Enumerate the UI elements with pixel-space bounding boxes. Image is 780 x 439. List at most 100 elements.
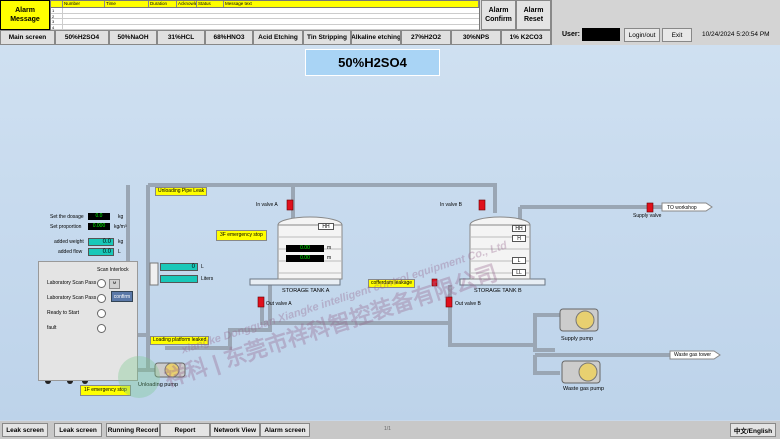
watermark-logo-icon: [118, 356, 160, 398]
nav-main-screen[interactable]: Main screen: [0, 30, 55, 45]
running-record-button[interactable]: Running Record: [106, 423, 160, 437]
out-valve-b-icon: [445, 296, 453, 308]
scan-item-4-indicator: [97, 324, 106, 333]
scan-small-button[interactable]: M: [109, 279, 120, 289]
unloading-pump-icon: [154, 362, 186, 378]
nav-nps[interactable]: 30%NPS: [451, 30, 501, 45]
login-button[interactable]: Login/out: [624, 28, 660, 42]
storage-tank-a-label: STORAGE TANK A: [282, 288, 330, 294]
nav-k2co3[interactable]: 1% K2CO3: [501, 30, 551, 45]
scan-interlock-panel: Scan Interlock Laboratory Scan Pass M La…: [38, 261, 138, 381]
storage-tank-b-label: STORAGE TANK B: [474, 288, 522, 294]
nav-tin-stripping[interactable]: Tin Stripping: [303, 30, 351, 45]
scan-item-2-indicator: [97, 294, 106, 303]
scan-interlock-title: Scan Interlock: [97, 267, 129, 273]
nav-h2o2[interactable]: 27%H2O2: [401, 30, 451, 45]
datetime-display: 10/24/2024 5:20:54 PM: [702, 31, 770, 38]
added-weight-unit: kg: [118, 239, 124, 245]
out-valve-a-label: Out valve A: [266, 301, 292, 307]
tank-b-hh-indicator: HH: [512, 225, 526, 232]
supply-valve-label: Supply valve: [633, 213, 662, 219]
added-flow-unit: L: [118, 249, 121, 255]
pipe-supply: [533, 325, 555, 352]
storage-tank-a-shape: [277, 216, 343, 280]
alarm-screen-button[interactable]: Alarm screen: [260, 423, 310, 437]
nav-hno3[interactable]: 68%HNO3: [205, 30, 253, 45]
set-proportion-label: Set proportion: [50, 224, 82, 230]
scan-item-3: Ready to Start: [47, 310, 79, 316]
to-workshop-arrow-icon: [661, 202, 713, 212]
supply-pump-label: Supply pump: [561, 336, 594, 342]
nav-acid-etching[interactable]: Acid Etching: [253, 30, 303, 45]
leak-screen-button-2[interactable]: Leak screen: [54, 423, 102, 437]
scan-item-3-indicator: [97, 309, 106, 318]
alarm-reset-button[interactable]: Alarm Reset: [516, 0, 551, 30]
added-flow-label: added flow: [58, 249, 83, 255]
set-dosage-label: Set the dosage: [50, 214, 84, 220]
set-proportion-value[interactable]: 0.000: [88, 223, 110, 230]
nav-hcl[interactable]: 31%HCL: [157, 30, 205, 45]
page-title: 50%H2SO4: [305, 49, 440, 76]
alarm-confirm-button[interactable]: Alarm Confirm: [481, 0, 516, 30]
alarm-table-header: Number Time Duration Acknowle Status Mes…: [51, 1, 479, 8]
waste-gas-arrow-icon: [669, 350, 721, 360]
user-label: User:: [562, 31, 580, 38]
waste-gas-pump-label: Waste gas pump: [563, 386, 605, 392]
scan-item-2: Laboratory Scan Pass: [47, 295, 97, 301]
liters-value: [160, 275, 198, 283]
tank-a-level1: 0.00: [286, 245, 324, 252]
pad-tank-a: [249, 278, 341, 286]
exit-button[interactable]: Exit: [662, 28, 692, 42]
level-unit: L: [201, 264, 204, 270]
added-weight-label: added weight: [54, 239, 84, 245]
alarm-message-label: Alarm Message: [0, 0, 50, 30]
tank-a-hh-indicator: HH: [318, 223, 334, 230]
level-value: 0: [160, 263, 198, 271]
emergency-stop-3f[interactable]: 3F emergency stop: [216, 230, 267, 241]
tank-a-level2-unit: m: [327, 255, 332, 261]
user-field[interactable]: [582, 28, 620, 41]
scan-confirm-button[interactable]: confirm: [111, 291, 133, 302]
supply-valve-icon: [646, 202, 654, 213]
added-weight-value: 0.0: [88, 238, 114, 246]
alarm-col-duration: Duration: [149, 1, 177, 7]
scan-item-1-indicator: [97, 279, 106, 288]
nav-alkaline-etching[interactable]: Alkaline etching: [351, 30, 401, 45]
unloading-pump-label: Unloading pump: [138, 382, 179, 388]
pipe-waste: [533, 353, 670, 375]
alarm-row[interactable]: 1: [51, 8, 479, 14]
set-dosage-value[interactable]: 0.0: [88, 213, 110, 220]
bottom-bar: Leak screen Leak screen Running Record R…: [0, 421, 780, 439]
alarm-col-time: Time: [105, 1, 149, 7]
alarm-col-index: [51, 1, 63, 7]
leak-screen-button-1[interactable]: Leak screen: [2, 423, 48, 437]
added-flow-value: 0.0: [88, 248, 114, 256]
nav-h2so4[interactable]: 50%H2SO4: [55, 30, 109, 45]
report-button[interactable]: Report: [160, 423, 210, 437]
alarm-col-number: Number: [63, 1, 105, 7]
nav-bar: Main screen 50%H2SO4 50%NaOH 31%HCL 68%H…: [0, 30, 551, 45]
alarm-table[interactable]: Number Time Duration Acknowle Status Mes…: [50, 0, 480, 30]
set-dosage-unit: kg: [118, 214, 124, 220]
alarm-row[interactable]: 2: [51, 13, 479, 19]
user-panel: User: Login/out Exit 10/24/2024 5:20:54 …: [551, 0, 780, 45]
alarm-row[interactable]: 4: [51, 24, 479, 30]
alarm-row[interactable]: 3: [51, 19, 479, 25]
in-valve-a-label: In valve A: [256, 202, 278, 208]
language-toggle-button[interactable]: 中文/English: [730, 423, 776, 437]
alarm-col-status: Status: [197, 1, 224, 7]
network-view-button[interactable]: Network View: [210, 423, 260, 437]
to-workshop-label: TO workshop: [667, 205, 697, 211]
supply-pump-icon: [559, 308, 599, 332]
in-valve-b-label: In valve B: [440, 202, 462, 208]
pipe-out-a: [165, 285, 272, 350]
liters-unit: Liters: [201, 276, 214, 282]
tank-b-h-indicator: H: [512, 235, 526, 242]
tank-b-l-indicator: L: [512, 257, 526, 264]
out-valve-a-icon: [257, 296, 265, 308]
scan-item-1: Laboratory Scan Pass: [47, 280, 97, 286]
nav-naoh[interactable]: 50%NaOH: [109, 30, 157, 45]
scan-item-4: fault: [47, 325, 57, 331]
emergency-stop-1f[interactable]: 1F emergency stop: [80, 385, 131, 396]
unloading-pipe-leak-alarm: Unloading Pipe Leak: [155, 187, 208, 196]
